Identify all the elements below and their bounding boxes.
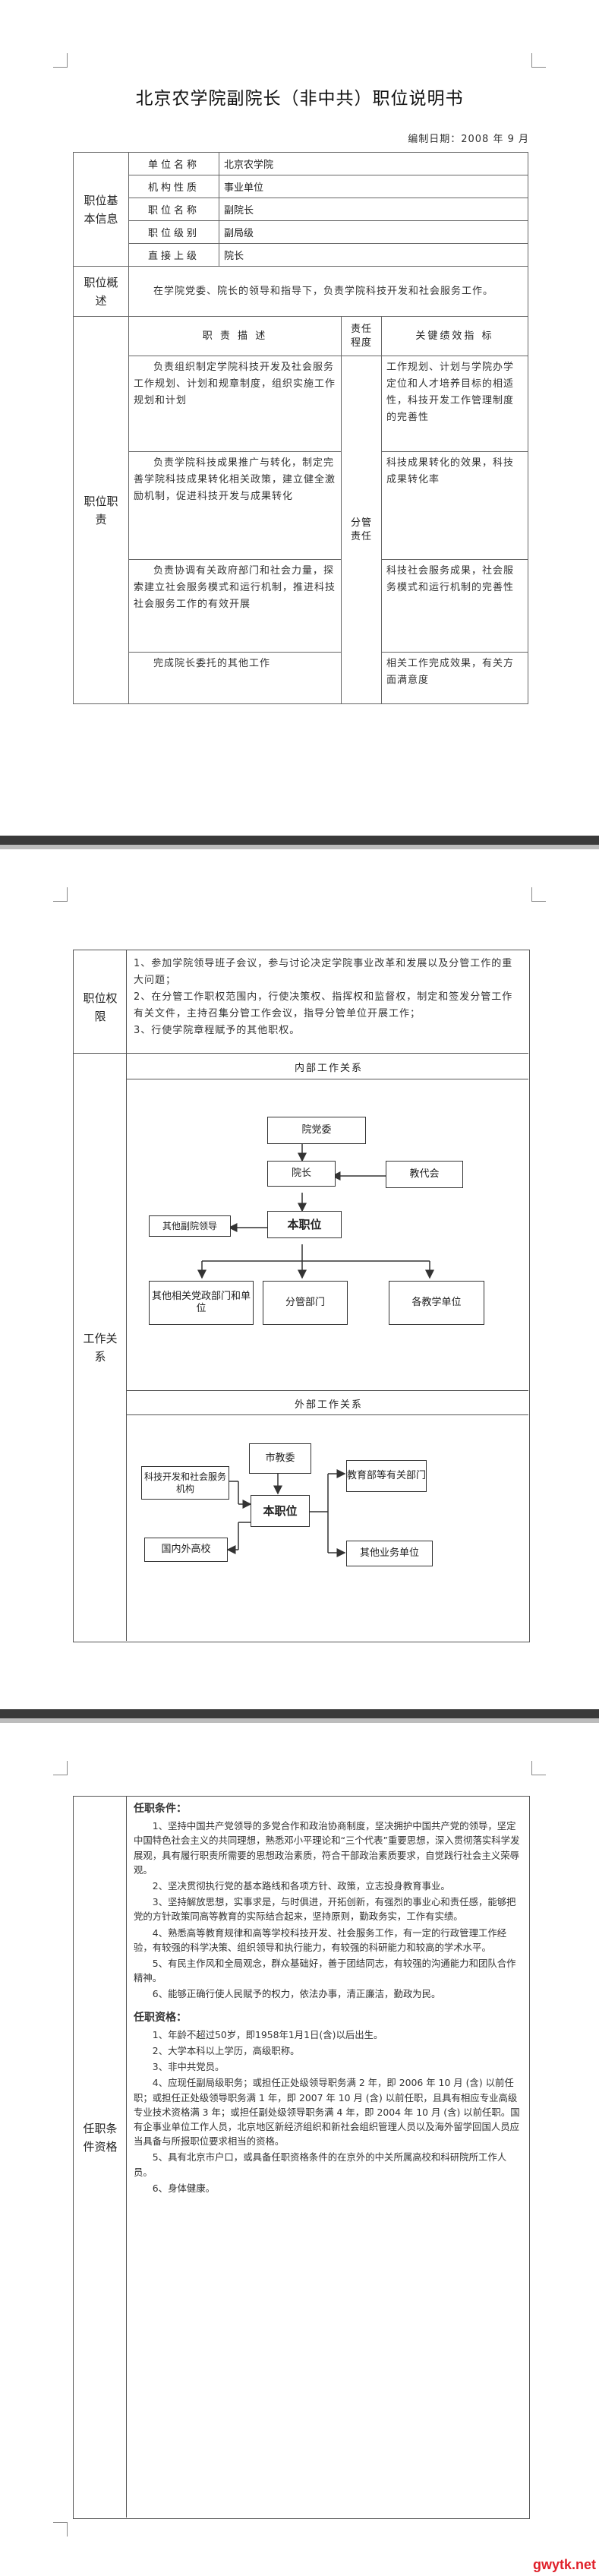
requirement-item: 4、应现任副局级职务；或担任正处级领导职务满 2 年，即 2006 年 10 月… (134, 2077, 520, 2148)
basic-info-row-label: 直接上级 (128, 243, 219, 267)
condition-item: 2、坚决贯彻执行党的基本路线和各项方针、政策，立志投身教育事业。 (152, 1880, 450, 1892)
universities-box: 国内外高校 (144, 1538, 228, 1562)
external-relations-title: 外部工作关系 (294, 1399, 363, 1411)
internal-diagram-lines (197, 1143, 434, 1279)
requirement-item: 6、身体健康。 (152, 2182, 216, 2194)
page-corner-mark (53, 1761, 68, 1775)
condition-item: 3、坚持解放思想，实事求是，与时俱进，开拓创新，有强烈的事业心和责任感，能够把党… (134, 1896, 516, 1923)
page-corner-mark (53, 53, 68, 68)
authority-item: 2、在分管工作职权范围内，行使决策权、指挥权和监督权，制定和签发分管工作有关文件… (134, 991, 513, 1019)
external-diagram-lines (226, 1469, 346, 1557)
page-3: 任职条件资格 任职条件： 1、坚持中国共产党领导的多党合作和政治协商制度，坚决拥… (0, 1732, 599, 2576)
page-corner-mark (53, 887, 68, 902)
duty-kpi: 相关工作完成效果，有关方面满意度 (381, 652, 528, 704)
authority-list: 1、参加学院领导班子会议，参与讨论决定学院事业改革和发展以及分管工作的重大问题；… (134, 956, 521, 1039)
other-business-units-box: 其他业务单位 (346, 1541, 433, 1566)
frame-divider (126, 1390, 528, 1391)
requirements-title: 任职资格： (134, 2011, 187, 2024)
authority-label: 职位权限 (83, 991, 118, 1023)
basic-info-row-label: 职位级别 (128, 220, 219, 244)
overview-text: 在学院党委、院长的领导和指导下，负责学院科技开发和社会服务工作。 (128, 266, 528, 317)
job-info-table: 职位基本信息 单位名称 北京农学院 机构性质 事业单位 职位名称 副院长 职位级… (73, 152, 528, 704)
frame-divider (126, 1796, 127, 2518)
basic-info-row-value: 事业单位 (219, 175, 528, 198)
basic-info-row-value: 副院长 (219, 198, 528, 221)
page-separator (0, 836, 599, 849)
staff-congress-box: 教代会 (386, 1161, 463, 1188)
relations-label: 工作关系 (83, 1332, 118, 1364)
basic-info-row-value: 副局级 (219, 220, 528, 244)
duties-header-kpi: 关键绩效指 标 (381, 316, 528, 356)
external-this-position-box: 本职位 (251, 1495, 310, 1527)
basic-info-row-value: 北京农学院 (219, 152, 528, 175)
document-date: 编制日期：2008 年 9 月 (408, 134, 529, 145)
president-box: 院长 (267, 1161, 336, 1187)
duties-header-degree: 责任程度 (341, 316, 382, 356)
party-committee-box: 院党委 (267, 1117, 366, 1144)
teaching-units-box: 各教学单位 (389, 1281, 484, 1325)
authority-item: 3、行使学院章程赋予的其他职权。 (134, 1025, 301, 1036)
duty-kpi: 科技成果转化的效果，科技成果转化率 (381, 451, 528, 560)
basic-info-label: 职位基本信息 (73, 152, 129, 267)
basic-info-row-label: 职位名称 (128, 198, 219, 221)
qualifications-content: 任职条件： 1、坚持中国共产党领导的多党合作和政治协商制度，坚决拥护中国共产党的… (134, 1802, 521, 2197)
duty-description: 负责协调有关政府部门和社会力量，探索建立社会服务模式和运行机制，推进科技社会服务… (128, 559, 342, 653)
basic-info-row-value: 院长 (219, 243, 528, 267)
requirement-item: 2、大学本科以上学历，高级职称。 (152, 2045, 300, 2057)
duty-kpi: 工作规划、计划与学院办学定位和人才培养目标的相适性，科技开发工作管理制度的完善性 (381, 356, 528, 452)
tech-service-institutions-box: 科技开发和社会服务机构 (141, 1466, 229, 1500)
authority-item: 1、参加学院领导班子会议，参与讨论决定学院事业改革和发展以及分管工作的重大问题； (134, 958, 513, 986)
basic-info-row-label: 单位名称 (128, 152, 219, 175)
duty-degree: 分管责任 (341, 356, 382, 704)
qualifications-label: 任职条件资格 (83, 2122, 118, 2154)
overview-label: 职位概述 (73, 266, 129, 317)
duty-description: 负责组织制定学院科技开发及社会服务工作规划、计划和规章制度，组织实施工作规划和计… (128, 356, 342, 452)
condition-item: 5、有民主作风和全局观念，群众基础好，善于团结同志，有较强的沟通能力和团队合作精… (134, 1958, 516, 1984)
duties-label: 职位职责 (73, 316, 129, 704)
page-corner-mark (531, 887, 546, 902)
frame-divider (126, 1414, 528, 1415)
municipal-education-commission-box: 市教委 (249, 1443, 311, 1474)
page-1: 北京农学院副院长（非中共）职位说明书 编制日期：2008 年 9 月 职位基本信… (0, 0, 599, 782)
managed-departments-box: 分管部门 (263, 1281, 348, 1325)
other-vice-presidents-box: 其他副院领导 (149, 1215, 231, 1237)
frame-divider (126, 950, 127, 1641)
duty-kpi: 科技社会服务成果，社会服务模式和运行机制的完善性 (381, 559, 528, 653)
duty-description: 负责学院科技成果推广与转化，制定完善学院科技成果转化相关政策，建立健全激励机制，… (128, 451, 342, 560)
other-departments-box: 其他相关党政部门和单位 (149, 1281, 254, 1325)
requirement-item: 3、非中共党员。 (152, 2061, 225, 2073)
ministry-of-education-box: 教育部等有关部门 (346, 1460, 427, 1492)
document-title: 北京农学院副院长（非中共）职位说明书 (135, 89, 464, 109)
duties-header-description: 职 责 描 述 (128, 316, 342, 356)
requirement-item: 1、年龄不超过50岁，即1958年1月1日(含)以后出生。 (152, 2028, 383, 2040)
frame-divider (73, 1053, 528, 1054)
condition-item: 4、熟悉高等教育规律和高等学校科技开发、社会服务工作，有一定的行政管理工作经验，… (134, 1926, 507, 1953)
qualifications-frame (73, 1796, 530, 2519)
internal-relations-title: 内部工作关系 (294, 1063, 363, 1074)
page-separator (0, 1709, 599, 1723)
condition-item: 1、坚持中国共产党领导的多党合作和政治协商制度，坚决拥护中国共产党的领导，坚定中… (134, 1820, 520, 1876)
page-corner-mark (531, 1761, 546, 1775)
page-2: 职位权限 1、参加学院领导班子会议，参与讨论决定学院事业改革和发展以及分管工作的… (0, 858, 599, 1664)
conditions-title: 任职条件： (134, 1803, 187, 1815)
this-position-box: 本职位 (267, 1211, 342, 1238)
page-corner-mark (53, 2522, 68, 2536)
basic-info-row-label: 机构性质 (128, 175, 219, 198)
watermark-logo: gwytk.net (532, 2557, 596, 2572)
duty-description: 完成院长委托的其他工作 (128, 652, 342, 704)
page-corner-mark (531, 53, 546, 68)
condition-item: 6、能够正确行使人民赋予的权力，依法办事，清正廉洁，勤政为民。 (152, 1988, 441, 2000)
requirement-item: 5、具有北京市户口，或具备任职资格条件的在京外的中关所属高校和科研院所工作人员。 (134, 2151, 507, 2178)
relations-frame (73, 950, 530, 1642)
